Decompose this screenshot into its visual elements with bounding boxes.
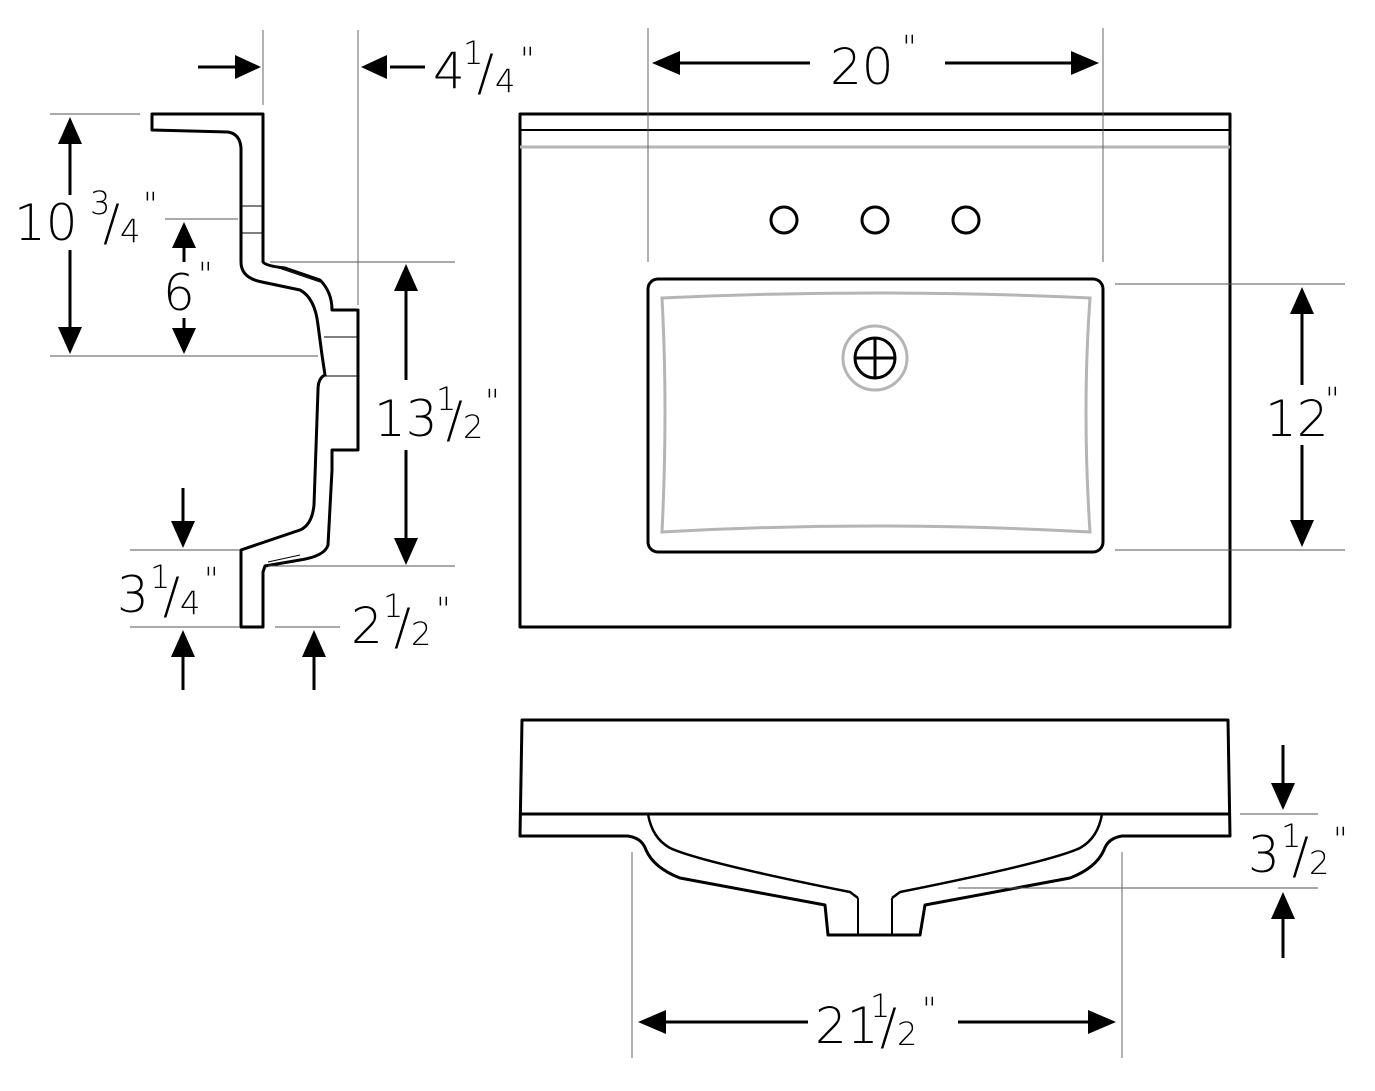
dimension-front-overflow-height: 3 1 / 2 " xyxy=(1248,745,1348,958)
dimension-back-offset: 4 1 / 4 " xyxy=(198,34,535,102)
dimension-side-bowl-depth: 13 1 / 2 " xyxy=(374,264,500,565)
front-elevation-view xyxy=(518,718,1232,937)
dim-3-1-2-num: 1 xyxy=(1281,817,1301,855)
dim-3-1-2-slash: / xyxy=(1292,827,1309,885)
dim-20-unit: " xyxy=(902,28,917,66)
dim-3-1-2-den: 2 xyxy=(1309,844,1329,882)
plan-extension-lines xyxy=(647,28,1345,551)
dim-21-1-2-num: 1 xyxy=(870,987,890,1025)
dim-12-whole: 12 xyxy=(1265,390,1329,448)
front-extension-lines xyxy=(631,813,1318,1058)
basin-inner-outline xyxy=(660,291,1092,534)
dim-2-1-2-slash: / xyxy=(394,598,411,656)
dim-13-1-2-num: 1 xyxy=(436,380,456,418)
dimension-side-upper: 6 " xyxy=(163,222,213,354)
dim-13-1-2-whole: 13 xyxy=(374,390,438,448)
dim-10-3-4-slash: / xyxy=(103,194,120,252)
dim-2-1-2-whole: 2 xyxy=(351,597,383,655)
dim-6-whole: 6 xyxy=(163,264,195,322)
dim-4-1-4-unit: " xyxy=(520,40,535,78)
dim-2-1-2-unit: " xyxy=(436,590,451,628)
dimension-side-lower-lip: 3 1 / 4 " xyxy=(117,488,219,690)
dim-10-3-4-den: 4 xyxy=(120,212,140,250)
dim-4-1-4-slash: / xyxy=(477,44,494,102)
dim-12-unit: " xyxy=(1325,380,1340,418)
dim-4-1-4-num: 1 xyxy=(463,34,483,72)
dim-10-3-4-whole: 10 xyxy=(14,194,78,252)
faucet-hole-right xyxy=(951,205,981,235)
dim-4-1-4-den: 4 xyxy=(495,62,515,100)
dim-3-1-4-den: 4 xyxy=(180,584,200,622)
dim-20-whole: 20 xyxy=(830,38,894,96)
dimension-side-depth-top: 10 3 / 4 " xyxy=(14,117,158,354)
dim-21-1-2-whole: 21 xyxy=(815,997,879,1055)
dim-3-1-4-slash: / xyxy=(163,567,180,625)
dim-21-1-2-slash: / xyxy=(880,998,897,1056)
dim-6-unit: " xyxy=(198,255,213,293)
dim-2-1-2-num: 1 xyxy=(383,587,403,625)
dim-4-1-4-whole: 4 xyxy=(433,42,465,100)
dimension-plan-bowl-width: 20 " xyxy=(652,28,1099,96)
side-profile-outline xyxy=(150,112,360,629)
dim-2-1-2-den: 2 xyxy=(411,615,431,653)
faucet-hole-left xyxy=(769,205,799,235)
dim-13-1-2-den: 2 xyxy=(463,408,483,446)
dim-3-1-4-unit: " xyxy=(204,560,219,598)
front-elevation-outline xyxy=(518,718,1232,937)
dim-3-1-4-whole: 3 xyxy=(117,566,149,624)
dim-13-1-2-unit: " xyxy=(485,382,500,420)
dim-3-1-4-num: 1 xyxy=(150,558,170,596)
dimension-side-bowl-front: 2 1 / 2 " xyxy=(302,587,451,690)
plan-view xyxy=(518,112,1232,629)
side-extension-lines xyxy=(50,30,455,628)
dim-3-1-2-unit: " xyxy=(1333,820,1348,858)
side-profile-view xyxy=(150,112,360,629)
dimension-plan-bowl-length: 12 " xyxy=(1265,287,1340,547)
dim-3-1-2-whole: 3 xyxy=(1248,826,1280,884)
dim-10-3-4-num: 3 xyxy=(90,184,110,222)
basin-outline xyxy=(646,277,1105,554)
dimension-front-bowl-width: 21 1 / 2 " xyxy=(638,987,1116,1056)
dim-21-1-2-den: 2 xyxy=(897,1015,917,1053)
dim-13-1-2-slash: / xyxy=(446,391,463,449)
dim-21-1-2-unit: " xyxy=(922,990,937,1028)
dim-10-3-4-unit: " xyxy=(143,185,158,223)
faucet-hole-center xyxy=(860,205,890,235)
drain-rim xyxy=(841,324,909,392)
